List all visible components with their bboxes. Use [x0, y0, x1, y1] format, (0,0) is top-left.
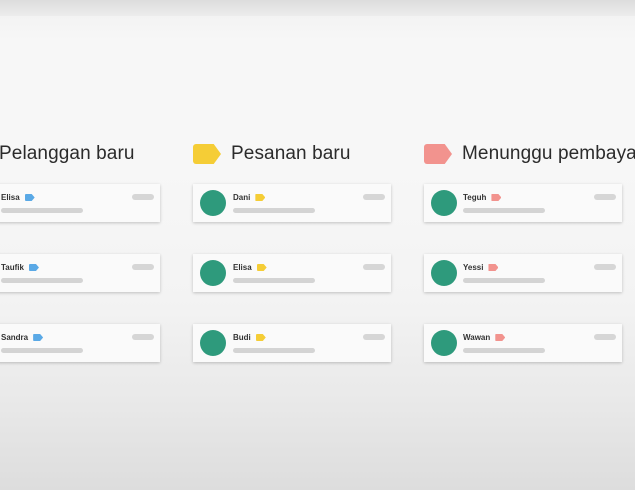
card-name-row: Sandra: [1, 333, 44, 342]
card-name: Wawan: [463, 333, 491, 342]
avatar: [200, 260, 226, 286]
payment-card[interactable]: Wawan: [424, 324, 622, 362]
card-name-row: Taufik: [1, 263, 39, 272]
placeholder-line: [233, 348, 315, 353]
column-title: Menunggu pembaya: [462, 143, 635, 164]
order-card[interactable]: Elisa: [193, 254, 391, 292]
card-name-row: Budi: [233, 333, 266, 342]
card-name-row: Teguh: [463, 193, 502, 202]
placeholder-pill: [594, 194, 616, 200]
card-name-row: Yessi: [463, 263, 499, 272]
label-tag-icon: [495, 334, 506, 341]
avatar: [431, 330, 457, 356]
order-card[interactable]: Budi: [193, 324, 391, 362]
customer-card[interactable]: Elisa: [0, 184, 160, 222]
placeholder-line: [463, 348, 545, 353]
label-tag-icon: [28, 264, 39, 271]
customer-card[interactable]: Sandra: [0, 324, 160, 362]
placeholder-line: [233, 208, 315, 213]
label-tag-icon: [255, 334, 266, 341]
column-header: Menunggu pembaya: [424, 141, 635, 167]
label-tag-icon: [33, 334, 44, 341]
card-name: Taufik: [1, 263, 24, 272]
placeholder-pill: [594, 334, 616, 340]
card-name: Elisa: [233, 263, 252, 272]
placeholder-line: [233, 278, 315, 283]
column-title: Pelanggan baru: [0, 143, 135, 164]
column-header: Pelanggan baru: [0, 141, 135, 167]
label-tag-icon: [255, 194, 266, 201]
card-name: Elisa: [1, 193, 20, 202]
customer-card[interactable]: Taufik: [0, 254, 160, 292]
avatar: [431, 190, 457, 216]
label-tag-icon: [256, 264, 267, 271]
placeholder-pill: [132, 264, 154, 270]
placeholder-pill: [594, 264, 616, 270]
red-label-icon: [424, 144, 452, 164]
order-card[interactable]: Dani: [193, 184, 391, 222]
card-name-row: Elisa: [1, 193, 35, 202]
avatar: [431, 260, 457, 286]
placeholder-line: [1, 278, 83, 283]
label-tag-icon: [488, 264, 499, 271]
card-name: Budi: [233, 333, 251, 342]
payment-card[interactable]: Yessi: [424, 254, 622, 292]
payment-card[interactable]: Teguh: [424, 184, 622, 222]
placeholder-line: [1, 208, 83, 213]
placeholder-line: [463, 278, 545, 283]
label-tag-icon: [24, 194, 35, 201]
card-name: Dani: [233, 193, 251, 202]
avatar: [200, 330, 226, 356]
card-name-row: Elisa: [233, 263, 267, 272]
placeholder-line: [463, 208, 545, 213]
placeholder-pill: [132, 334, 154, 340]
label-tag-icon: [491, 194, 502, 201]
placeholder-line: [1, 348, 83, 353]
top-band: [0, 0, 635, 16]
card-name: Sandra: [1, 333, 29, 342]
card-name-row: Wawan: [463, 333, 506, 342]
placeholder-pill: [132, 194, 154, 200]
placeholder-pill: [363, 194, 385, 200]
placeholder-pill: [363, 334, 385, 340]
avatar: [200, 190, 226, 216]
yellow-label-icon: [193, 144, 221, 164]
column-header: Pesanan baru: [193, 141, 351, 167]
card-name-row: Dani: [233, 193, 266, 202]
card-name: Yessi: [463, 263, 484, 272]
column-title: Pesanan baru: [231, 143, 351, 164]
placeholder-pill: [363, 264, 385, 270]
card-name: Teguh: [463, 193, 487, 202]
